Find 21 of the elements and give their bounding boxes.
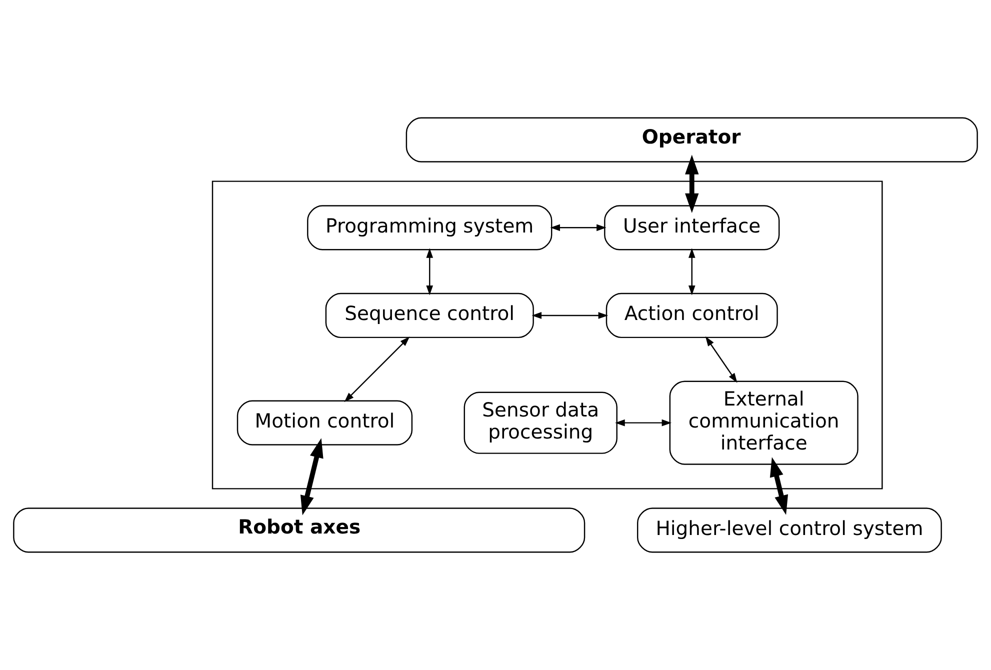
node-box: Sensor data processing: [464, 392, 618, 454]
arrow: [615, 419, 672, 426]
arrow: [300, 438, 324, 516]
arrow: [685, 154, 699, 213]
cluster: [212, 180, 883, 490]
node-box: Motion control: [236, 400, 413, 446]
arrow: [550, 224, 606, 232]
arrow: [688, 248, 696, 296]
node-box: Action control: [606, 292, 778, 338]
node-box: User interface: [604, 205, 780, 250]
node-box: External communication interface: [669, 380, 858, 465]
arrow: [426, 248, 434, 296]
node-box: Sequence control: [325, 292, 534, 338]
node-box: Robot axes: [13, 508, 586, 553]
node-box: Operator: [406, 117, 978, 162]
arrow: [344, 336, 410, 402]
node-box: Higher-level control system: [637, 508, 942, 553]
node-box: Programming system: [307, 205, 552, 250]
arrow: [705, 336, 738, 383]
arrow: [532, 312, 608, 319]
arrow: [770, 457, 788, 515]
